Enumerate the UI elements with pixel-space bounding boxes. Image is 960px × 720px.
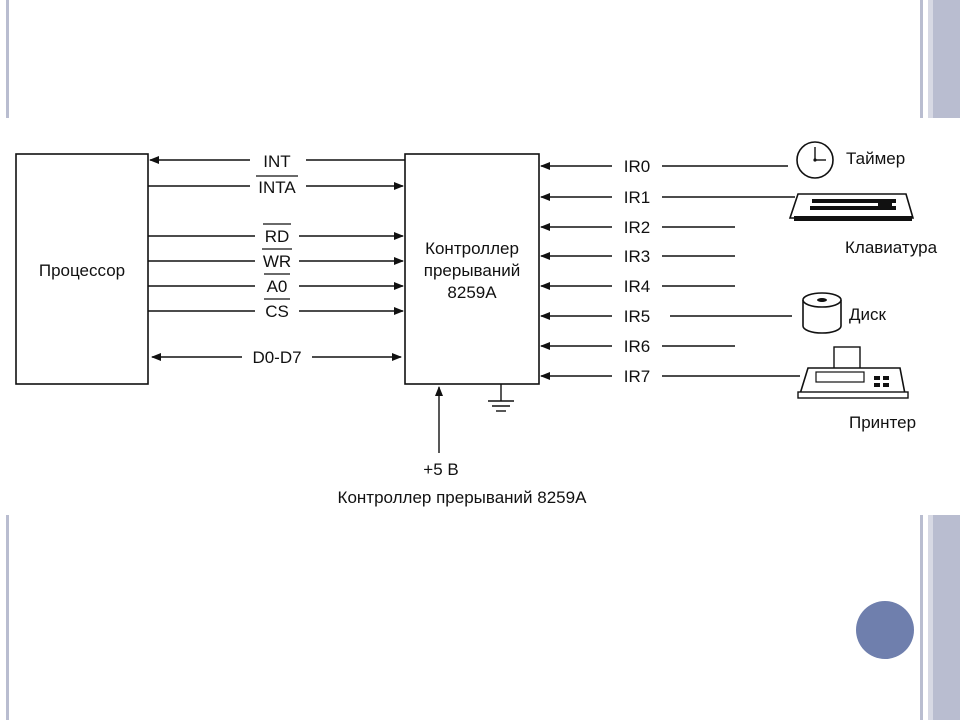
right-band-top	[932, 0, 960, 118]
slide-nav-circle-button[interactable]	[856, 601, 914, 659]
controller-label-line-2: прерываний	[424, 261, 520, 280]
right-band-bottom-inner	[928, 515, 933, 720]
ir4-line-group: IR4	[540, 275, 735, 296]
left-border-top	[6, 0, 9, 118]
diagram-caption: Контроллер прерываний 8259A	[338, 488, 588, 507]
processor-box	[15, 153, 149, 385]
int-signal-label: INT	[263, 152, 290, 171]
ir0-label: IR0	[624, 157, 650, 176]
ir1-line-group: IR1	[540, 186, 795, 207]
inta-signal-label: INTA	[258, 178, 296, 197]
printer-icon	[797, 346, 909, 399]
ir5-label: IR5	[624, 307, 650, 326]
power-label: +5 В	[423, 460, 458, 479]
data-bus-label: D0-D7	[252, 348, 301, 367]
timer-label: Таймер	[846, 149, 905, 168]
disk-icon	[802, 292, 842, 334]
keyboard-label: Клавиатура	[845, 238, 938, 257]
ir3-label: IR3	[624, 247, 650, 266]
rd-signal-label: RD	[265, 227, 290, 246]
ir2-label: IR2	[624, 218, 650, 237]
right-band-top-inner	[928, 0, 933, 118]
clock-icon	[796, 141, 834, 179]
ir6-label: IR6	[624, 337, 650, 356]
diagram-area: Процессор Контроллер прерываний 8259A IN…	[0, 120, 960, 515]
controller-label-line-1: Контроллер	[425, 239, 519, 258]
ir4-label: IR4	[624, 277, 650, 296]
wr-signal-label: WR	[263, 252, 291, 271]
ir5-line-group: IR5	[540, 305, 792, 326]
right-border-top	[920, 0, 923, 118]
cs-signal-label: CS	[265, 302, 289, 321]
ir6-line-group: IR6	[540, 335, 735, 356]
printer-label: Принтер	[849, 413, 916, 432]
left-border-bottom	[6, 515, 9, 720]
right-border-bottom	[920, 515, 923, 720]
ir0-line-group: IR0	[540, 155, 788, 176]
diagram-svg: Процессор Контроллер прерываний 8259A IN…	[15, 141, 938, 507]
ground-icon	[488, 384, 514, 412]
controller-box	[404, 153, 540, 385]
controller-label-line-3: 8259A	[447, 283, 497, 302]
processor-label: Процессор	[39, 261, 125, 280]
a0-signal-label: A0	[267, 277, 288, 296]
ir7-line-group: IR7	[540, 365, 800, 386]
disk-label: Диск	[849, 305, 887, 324]
ir7-label: IR7	[624, 367, 650, 386]
ir1-label: IR1	[624, 188, 650, 207]
right-band-bottom	[932, 515, 960, 720]
ir3-line-group: IR3	[540, 245, 735, 266]
keyboard-icon	[788, 193, 915, 221]
ir2-line-group: IR2	[540, 216, 735, 237]
